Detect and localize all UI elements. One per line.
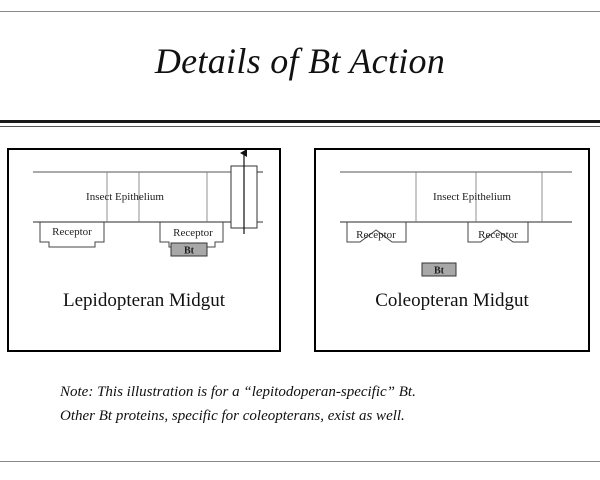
receptor-right-label: Receptor — [478, 229, 518, 241]
bt-protein-label: Bt — [434, 266, 445, 277]
bottom-rule — [0, 461, 600, 462]
title-rule-thin — [0, 126, 600, 127]
bt-protein-label: Bt — [184, 246, 195, 257]
footnote-line-1: Note: This illustration is for a “lepito… — [60, 384, 416, 400]
panel-caption: Lepidopteran Midgut — [63, 290, 225, 311]
bt-protein-bound — [170, 242, 208, 257]
footnote-line-2: Other Bt proteins, specific for coleopte… — [60, 408, 405, 424]
epithelium-label: Insect Epithelium — [86, 191, 164, 203]
panel-caption: Coleopteran Midgut — [375, 290, 529, 311]
receptor-left-shape — [346, 222, 407, 243]
epithelium-label: Insect Epithelium — [433, 191, 511, 203]
bt-protein-unbound — [421, 262, 457, 277]
coleopteran-midgut-panel: Insect Epithelium Receptor Receptor Bt C… — [314, 148, 590, 352]
receptor-right-label: Receptor — [173, 227, 213, 239]
receptor-left-label: Receptor — [52, 226, 92, 238]
receptor-left-shape — [39, 222, 105, 248]
title-rule-thick — [0, 120, 600, 123]
lepidopteran-midgut-panel: Insect Epithelium Receptor Receptor Bt L… — [7, 148, 281, 352]
top-rule — [0, 11, 600, 12]
footnote: Note: This illustration is for a “lepito… — [60, 380, 580, 428]
receptor-right-shape — [467, 222, 529, 243]
slide-title: Details of Bt Action — [154, 41, 446, 81]
lepidopteran-diagram: Insect Epithelium Receptor Receptor Bt — [33, 150, 263, 257]
receptor-left-label: Receptor — [356, 229, 396, 241]
coleopteran-diagram: Insect Epithelium Receptor Receptor Bt — [340, 171, 572, 277]
